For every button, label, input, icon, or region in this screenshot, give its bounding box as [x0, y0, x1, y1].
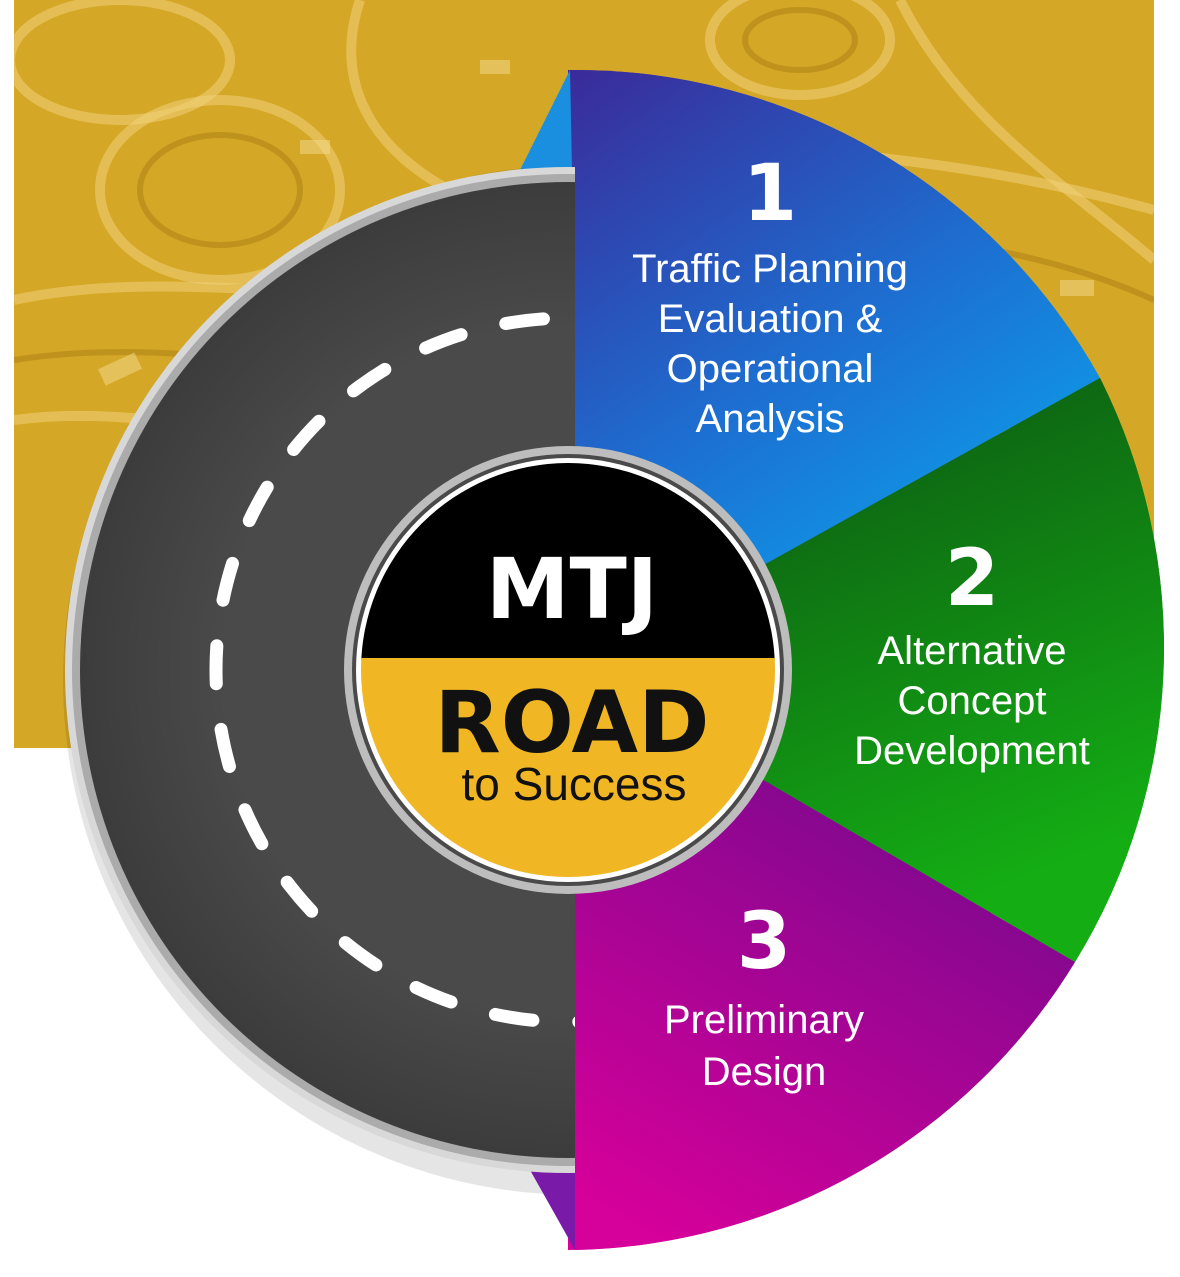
step-1-label-line-2: Evaluation &	[658, 297, 883, 341]
step-3-number: 3	[737, 897, 791, 987]
step-2-label-line-1: Alternative	[878, 629, 1067, 673]
step-1-label-line-3: Operational	[667, 347, 874, 391]
step-3-wing	[530, 1170, 575, 1250]
step-1-label-line-1: Traffic Planning	[632, 247, 908, 291]
step-1-number: 1	[743, 149, 797, 239]
step-3-label-line-2: Design	[702, 1050, 827, 1094]
step-2-label-line-2: Concept	[898, 679, 1047, 723]
step-1-wing	[520, 70, 572, 170]
step-3-label-line-1: Preliminary	[664, 998, 864, 1042]
logo-brand: MTJ	[486, 540, 658, 638]
step-2-label-line-3: Development	[854, 729, 1090, 773]
logo-title: ROAD	[435, 673, 710, 773]
step-2-number: 2	[945, 534, 999, 624]
step-1-label-line-4: Analysis	[696, 397, 845, 441]
logo-subtitle: to Success	[462, 758, 687, 810]
lane-markings	[209, 311, 575, 1029]
